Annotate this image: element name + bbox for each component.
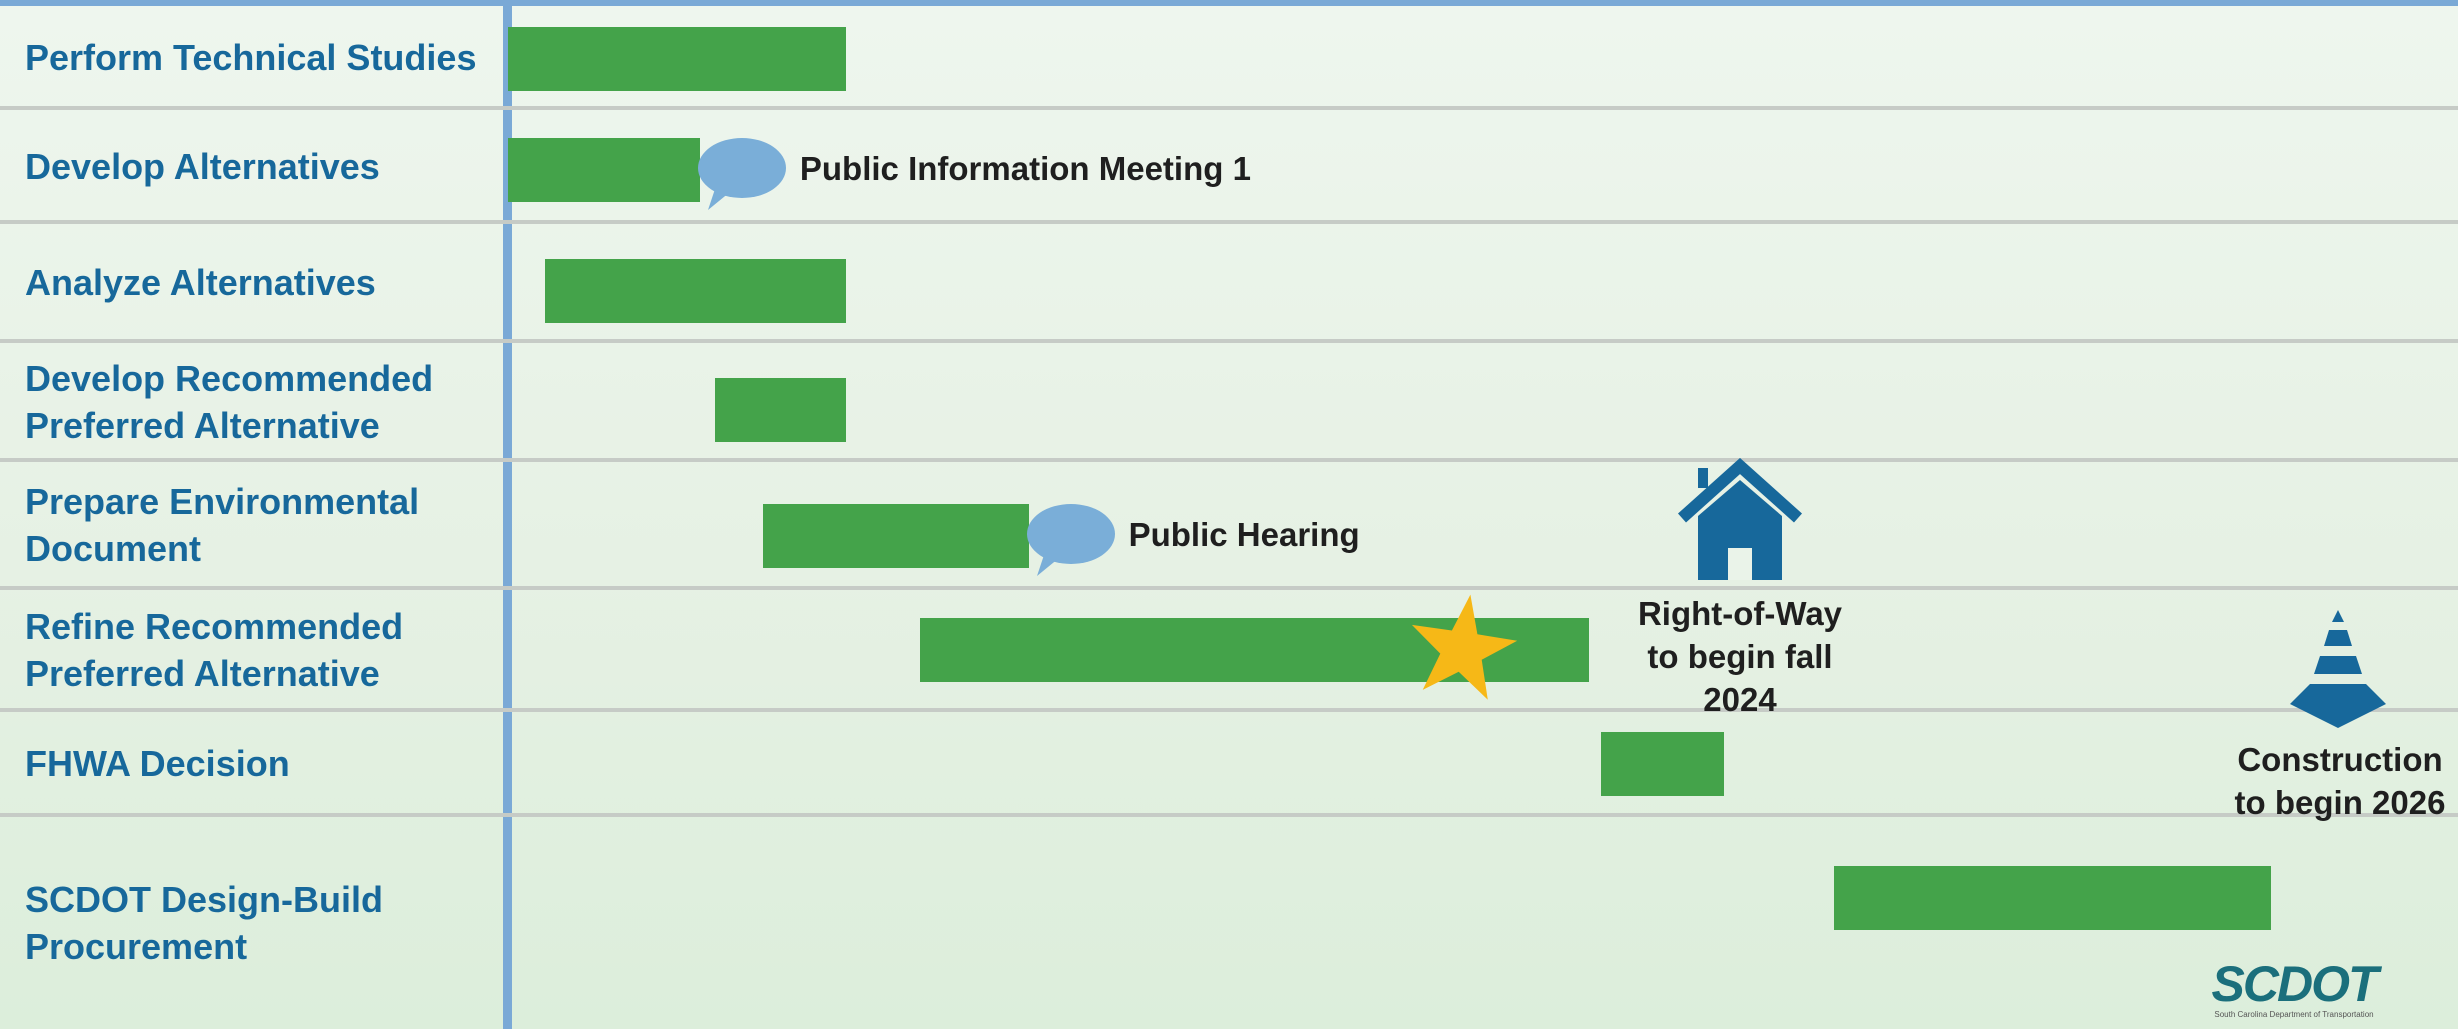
house-icon — [1677, 458, 1803, 580]
task-label: Prepare Environmental Document — [25, 481, 420, 569]
task-label: SCDOT Design-Build Procurement — [25, 879, 383, 967]
row-separator — [0, 106, 2458, 110]
task-label: Develop Alternatives — [25, 145, 380, 187]
gantt-bar — [508, 27, 847, 91]
right-of-way-text: Right-of-Way to begin fall 2024 — [1637, 595, 1843, 718]
row-separator — [0, 458, 2458, 462]
task-label: Perform Technical Studies — [25, 36, 477, 78]
gantt-bar — [715, 378, 847, 442]
logo-subtitle: South Carolina Department of Transportat… — [2214, 1010, 2374, 1019]
milestone-label: Public Information Meeting 1 — [799, 150, 1251, 187]
logo-wordmark: SCDOT — [2211, 956, 2379, 1012]
speech-bubble-icon — [1026, 504, 1115, 576]
gantt-bar — [545, 259, 847, 323]
construction-text: Construction to begin 2026 — [2234, 741, 2446, 821]
row-separator — [0, 586, 2458, 590]
milestone-label: Public Hearing — [1128, 516, 1360, 553]
row-separator — [0, 813, 2458, 817]
task-label: Analyze Alternatives — [25, 262, 376, 303]
label-divider — [503, 0, 512, 1029]
gantt-bar — [1834, 866, 2272, 930]
task-label: Refine Recommended Preferred Alternative — [25, 606, 404, 694]
row-separator — [0, 708, 2458, 712]
speech-bubble-icon — [697, 138, 786, 210]
task-label: Develop Recommended Preferred Alternativ… — [25, 357, 434, 446]
row-separator — [0, 339, 2458, 343]
gantt-bar — [762, 504, 1029, 568]
gantt-bar — [1601, 732, 1724, 796]
row-separator — [0, 220, 2458, 224]
star-icon — [1411, 594, 1517, 700]
gantt-bar — [508, 138, 700, 202]
traffic-cone-icon — [2290, 610, 2386, 728]
scdot-logo: SCDOT South Carolina Department of Trans… — [2200, 958, 2388, 1022]
top-border — [0, 0, 2458, 6]
task-label: FHWA Decision — [25, 743, 290, 784]
